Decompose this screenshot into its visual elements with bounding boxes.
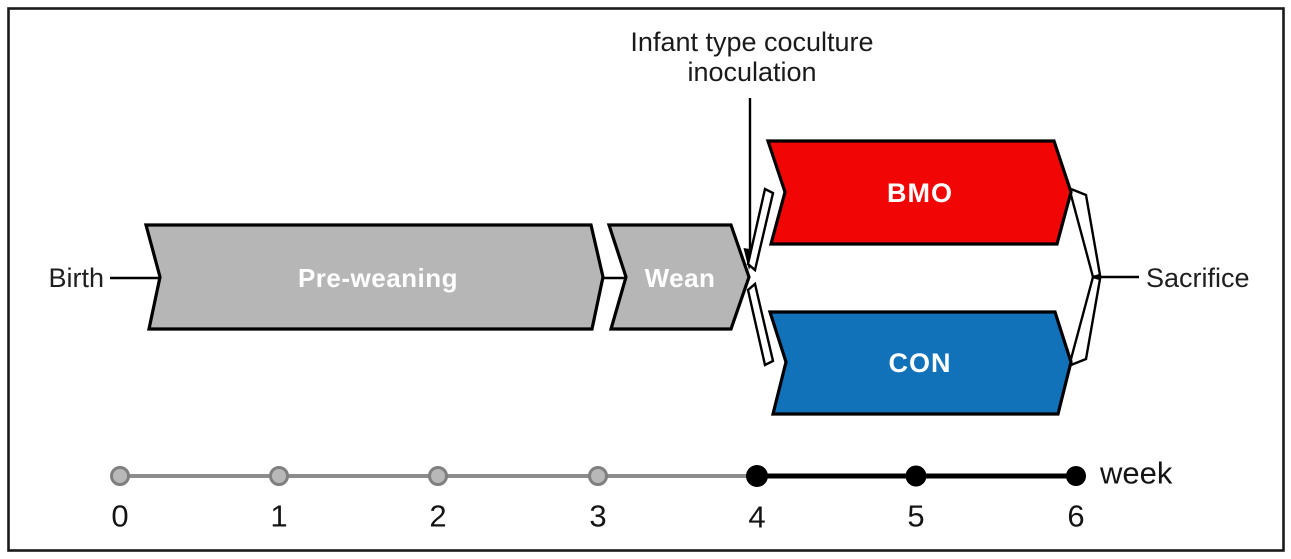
bmo-label: BMO [887, 178, 953, 208]
pre-weaning-arrow [143, 223, 605, 331]
bmo-arrow [765, 139, 1073, 246]
con-arrow [767, 310, 1073, 416]
birth-label: Birth [48, 263, 104, 293]
pre-weaning-label: Pre-weaning [298, 263, 458, 293]
inoculation-annotation-line1: Infant type coculture [630, 27, 873, 57]
week-unit-label: week [1099, 456, 1173, 491]
week-tick-label-3: 3 [589, 499, 606, 534]
week-dot-1 [269, 466, 289, 486]
con-label: CON [889, 348, 952, 378]
week-dot-6 [1066, 466, 1086, 486]
week-dot-4 [746, 465, 768, 487]
timeline-axis: 0 1 2 3 4 5 6 week [110, 456, 1173, 535]
week-dot-2 [428, 466, 448, 486]
wean-label: Wean [645, 263, 716, 293]
week-tick-label-0: 0 [111, 499, 128, 534]
branch-connector-lower-left [746, 281, 775, 367]
week-dot-3 [588, 466, 608, 486]
inoculation-annotation-line2: inoculation [687, 57, 816, 87]
week-tick-label-1: 1 [270, 499, 287, 534]
week-tick-label-5: 5 [907, 499, 924, 534]
week-tick-label-6: 6 [1067, 499, 1084, 534]
wean-arrow [606, 223, 751, 331]
week-dot-0 [110, 466, 130, 486]
week-tick-label-4: 4 [748, 500, 765, 535]
week-dot-5 [905, 465, 927, 487]
sacrifice-label: Sacrifice [1146, 263, 1250, 293]
week-tick-label-2: 2 [429, 499, 446, 534]
branch-connector-upper-left [746, 187, 775, 273]
